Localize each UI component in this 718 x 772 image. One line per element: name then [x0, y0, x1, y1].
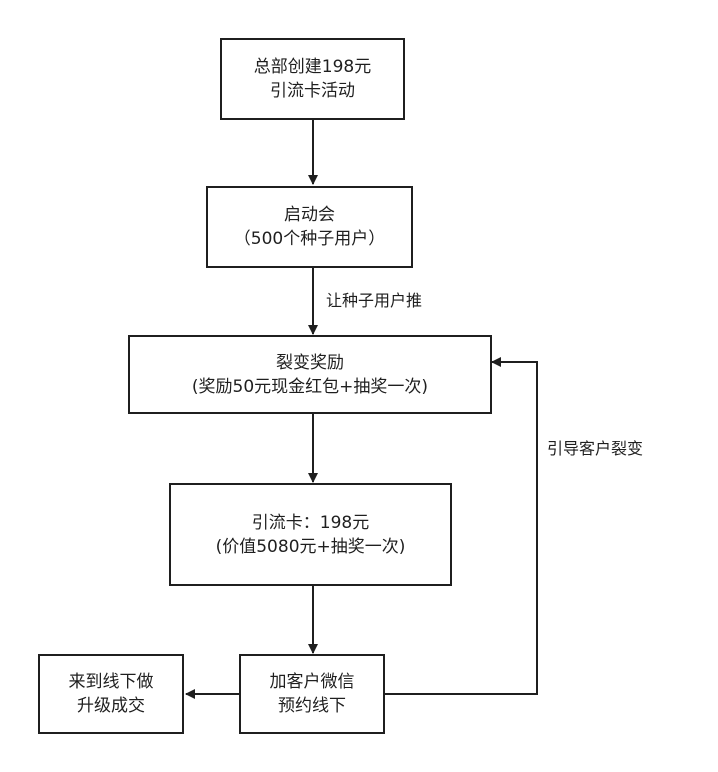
node-create-campaign-line1: 总部创建198元	[253, 57, 372, 77]
node-lead-card-line1: 引流卡：198元	[251, 512, 370, 533]
node-add-wechat-line1: 加客户微信	[269, 672, 355, 692]
edge-label-seed-push: 让种子用户推	[326, 291, 423, 310]
edge-label-guide-fission: 引导客户裂变	[547, 439, 644, 458]
node-fission-reward-line1: 裂变奖励	[276, 352, 344, 373]
node-fission-reward: 裂变奖励 (奖励50元现金红包+抽奖一次)	[128, 335, 492, 414]
node-lead-card: 引流卡：198元 (价值5080元+抽奖一次)	[169, 483, 452, 586]
node-kickoff-meeting-line2: （500个种子用户）	[233, 229, 386, 249]
node-kickoff-meeting-line1: 启动会	[284, 205, 335, 225]
node-add-wechat-line2: 预约线下	[278, 696, 346, 716]
node-fission-reward-line2: (奖励50元现金红包+抽奖一次)	[191, 376, 429, 397]
node-offline-deal-line1: 来到线下做	[68, 672, 154, 692]
node-add-wechat: 加客户微信 预约线下	[239, 654, 385, 734]
node-create-campaign: 总部创建198元 引流卡活动	[220, 38, 405, 120]
node-offline-deal: 来到线下做 升级成交	[38, 654, 184, 734]
node-offline-deal-line2: 升级成交	[77, 696, 145, 716]
node-create-campaign-line2: 引流卡活动	[270, 81, 355, 101]
arrow-wechat-loop-to-fission	[385, 357, 538, 695]
node-kickoff-meeting: 启动会 （500个种子用户）	[206, 186, 413, 268]
node-lead-card-line2: (价值5080元+抽奖一次)	[215, 536, 406, 557]
